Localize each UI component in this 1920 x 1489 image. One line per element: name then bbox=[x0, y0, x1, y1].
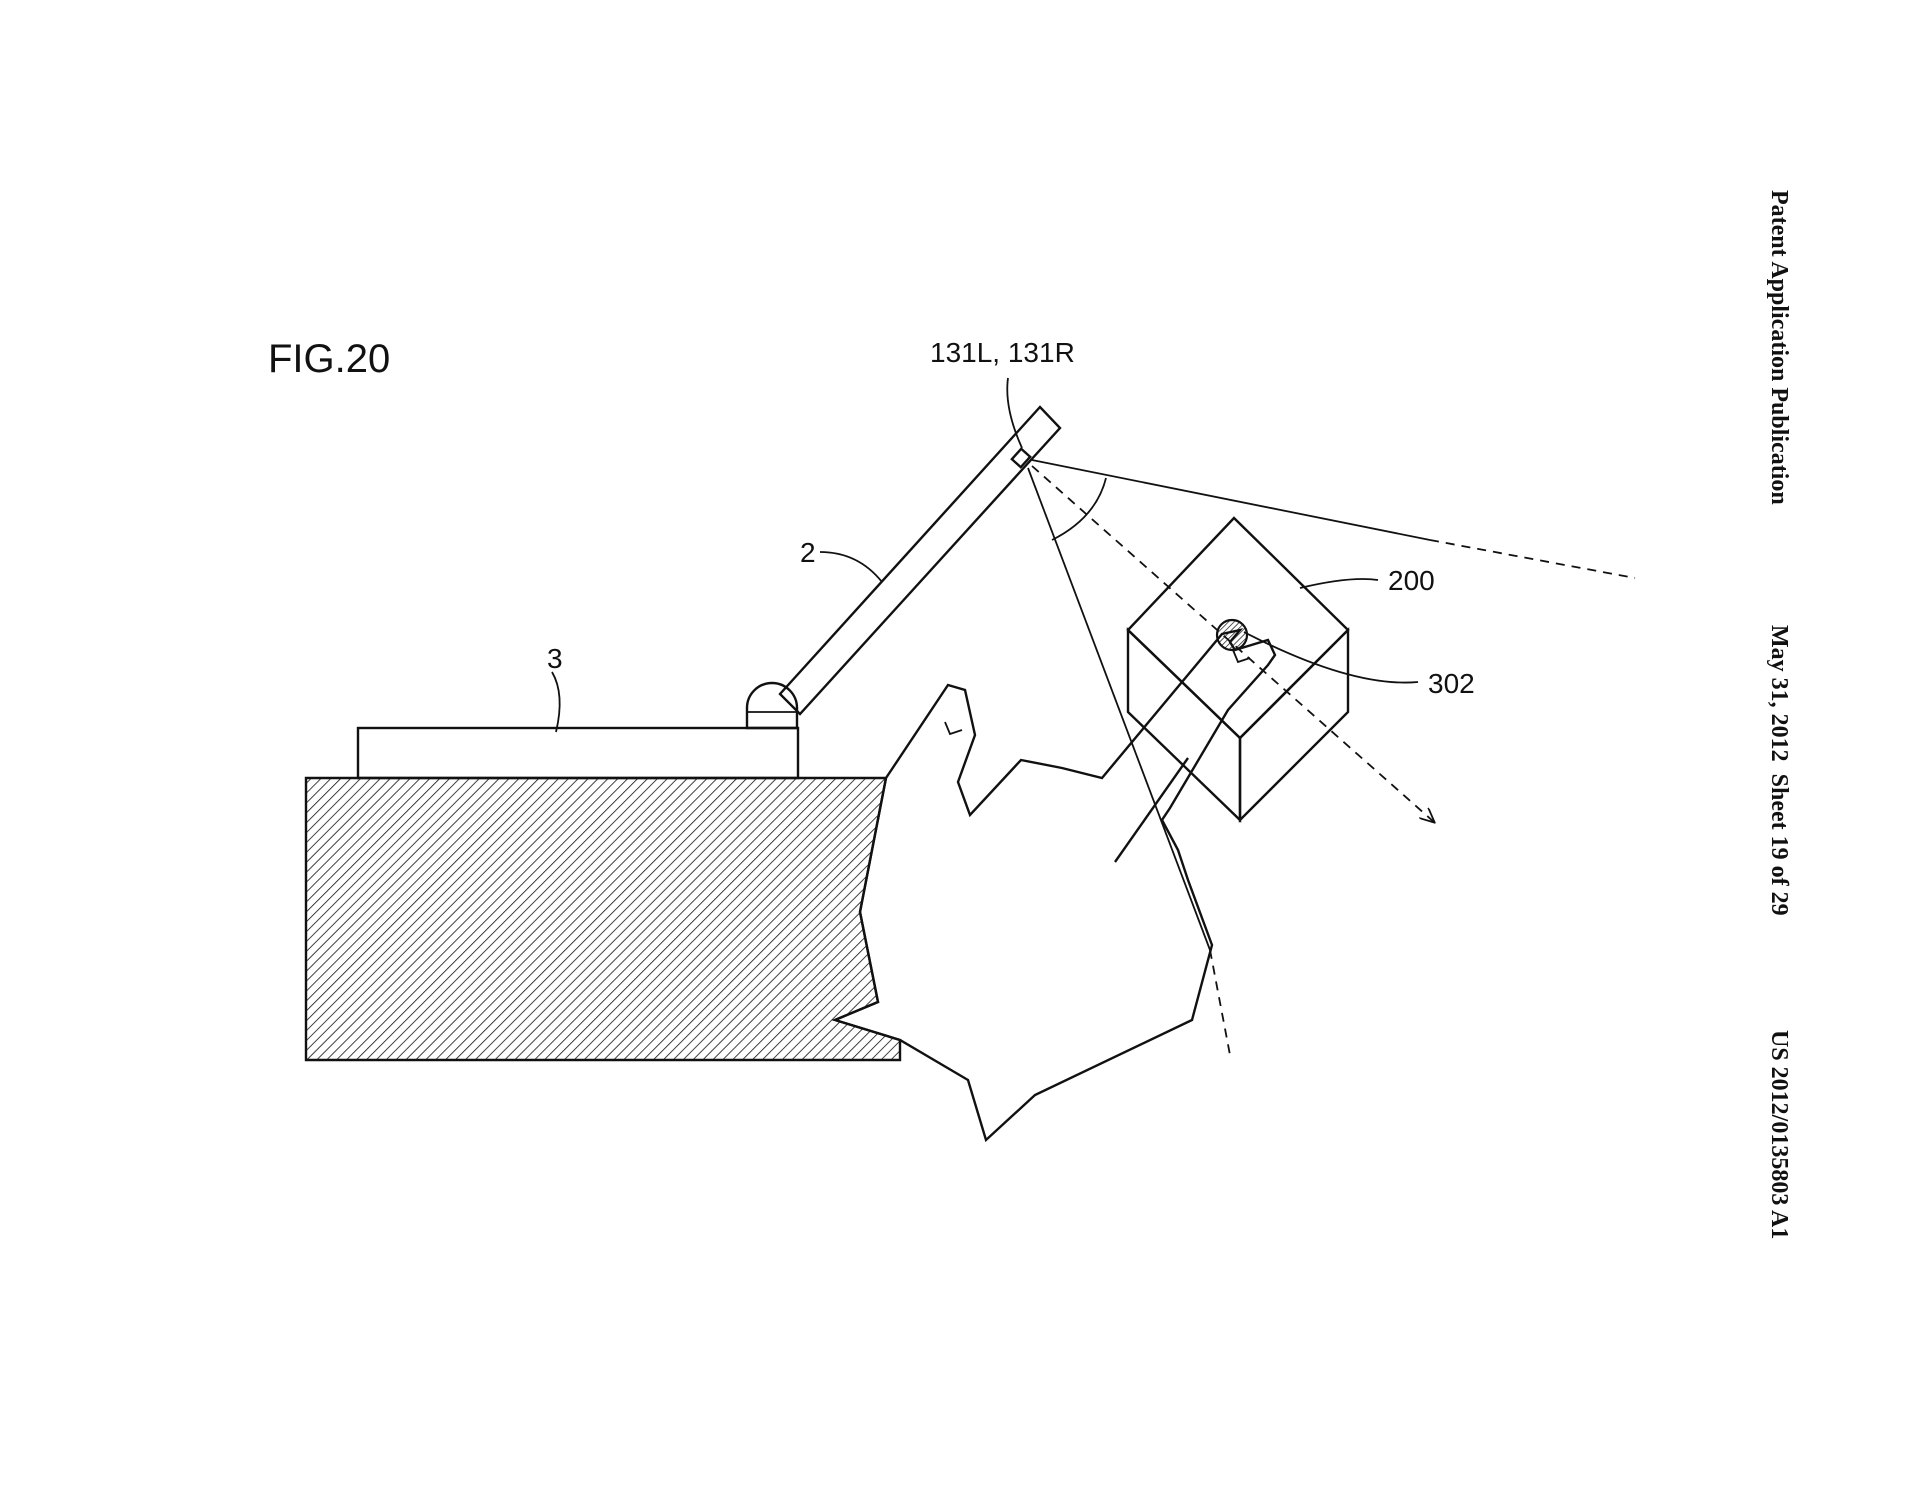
header-date-sheet: May 31, 2012 Sheet 19 of 29 bbox=[1766, 625, 1792, 916]
field-of-view-upper-dashed bbox=[1429, 539, 1636, 579]
label-virtual-object: 200 bbox=[1388, 565, 1435, 596]
label-lower-housing: 3 bbox=[547, 643, 563, 674]
indicator-object bbox=[1215, 618, 1249, 652]
outer-camera bbox=[1010, 447, 1032, 469]
virtual-object-cube bbox=[1126, 516, 1350, 823]
lower-housing-panel bbox=[356, 726, 800, 780]
lower-housing-body bbox=[304, 776, 902, 1062]
header-publication-title: Patent Application Publication bbox=[1766, 190, 1792, 505]
leader-131 bbox=[1006, 377, 1023, 449]
leader-2 bbox=[819, 551, 883, 583]
field-of-view-lower bbox=[1027, 467, 1211, 951]
figure-title: FIG.20 bbox=[268, 337, 390, 381]
field-of-view-lower-dashed bbox=[1209, 949, 1231, 1056]
label-camera: 131L, 131R bbox=[930, 337, 1075, 368]
view-angle-arc bbox=[1051, 477, 1107, 541]
header-publication-number: US 2012/0135803 A1 bbox=[1766, 1030, 1792, 1239]
upper-housing bbox=[778, 405, 1062, 716]
hand bbox=[831, 628, 1277, 1143]
field-of-view-upper bbox=[1031, 459, 1431, 541]
label-indicator: 302 bbox=[1428, 668, 1475, 699]
label-upper-housing: 2 bbox=[800, 537, 816, 568]
publication-header: Patent Application Publication May 31, 2… bbox=[1766, 190, 1792, 1239]
hinge bbox=[745, 681, 799, 730]
leader-3 bbox=[551, 671, 561, 733]
leader-302 bbox=[1243, 631, 1419, 684]
leader-200 bbox=[1299, 578, 1379, 589]
